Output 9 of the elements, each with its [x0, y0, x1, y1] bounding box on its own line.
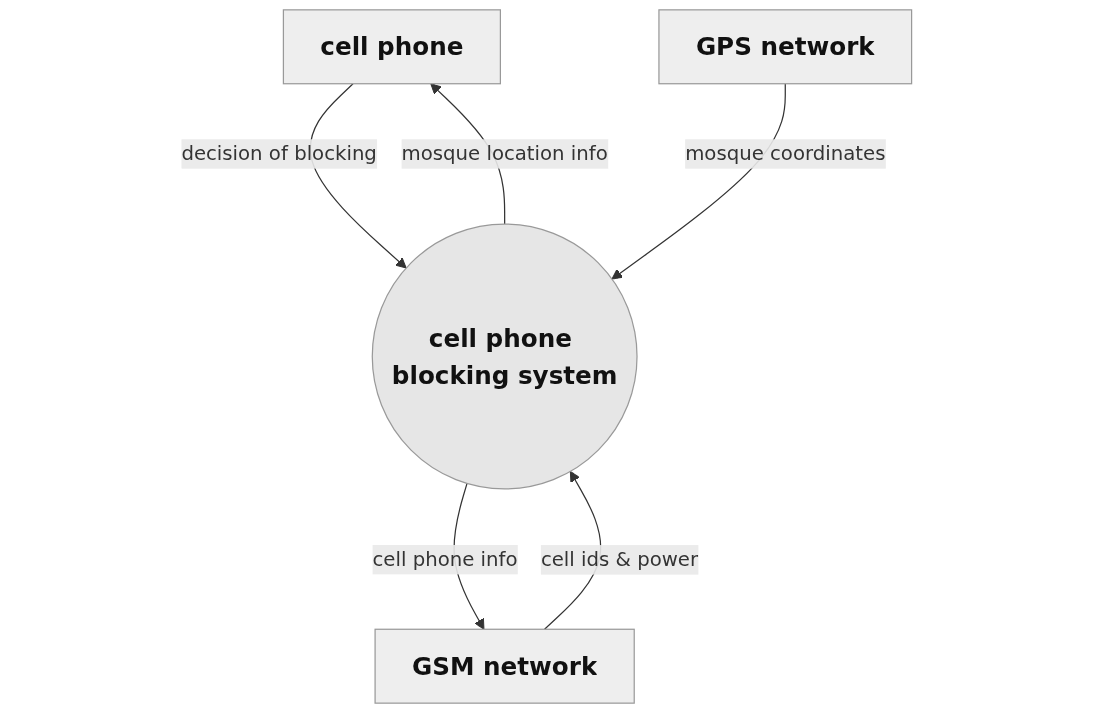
edge-label: cell phone info [372, 547, 518, 571]
node-box: GSM network [374, 628, 635, 704]
node-box: GPS network [658, 9, 913, 85]
edge-label: mosque coordinates [685, 141, 886, 166]
edge-label: decision of blocking [181, 141, 377, 166]
edge-label: mosque location info [401, 141, 608, 166]
edge-label: cell ids & power [540, 547, 699, 571]
node-circle: cell phone blocking system [371, 223, 638, 490]
node-box: cell phone [282, 9, 501, 85]
